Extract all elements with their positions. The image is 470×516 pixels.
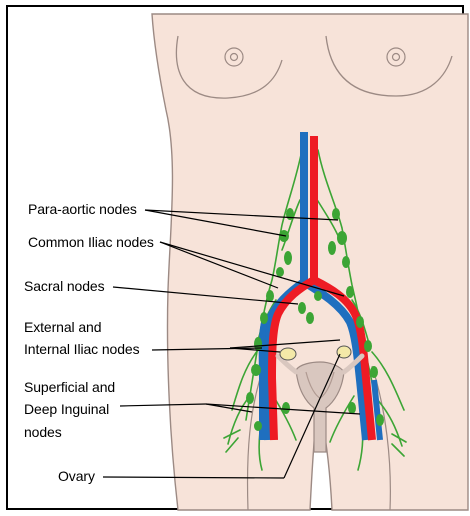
lymph-node [356, 316, 364, 328]
left-ovary [280, 348, 296, 360]
lymph-node [337, 231, 347, 245]
lymph-node [254, 421, 262, 431]
lymph-node [342, 256, 350, 268]
lymph-node [328, 241, 336, 255]
label-external-internal-iliac-line1: External and [24, 318, 101, 337]
lymph-node [306, 312, 314, 324]
lymph-node [332, 208, 340, 220]
label-para-aortic-nodes: Para-aortic nodes [28, 200, 137, 219]
label-sacral-nodes: Sacral nodes [24, 277, 105, 296]
lymph-node [266, 290, 274, 302]
lymph-node [346, 286, 354, 298]
lymph-node [314, 291, 322, 301]
lymph-node [298, 302, 306, 314]
lymph-node [260, 312, 268, 324]
lymph-node [376, 414, 384, 426]
lymph-node [284, 251, 292, 265]
lymph-node [246, 392, 254, 404]
lymph-node [282, 402, 290, 414]
lymph-node [370, 366, 378, 378]
label-ovary: Ovary [58, 467, 95, 486]
lymph-node [364, 340, 372, 352]
label-superficial-deep-inguinal-line3: nodes [24, 423, 62, 442]
lymph-node [276, 267, 284, 277]
label-common-iliac-nodes: Common Iliac nodes [28, 233, 154, 252]
lymph-node [348, 402, 356, 414]
label-superficial-deep-inguinal-line2: Deep Inguinal [24, 400, 109, 419]
lymph-node [254, 337, 262, 351]
label-superficial-deep-inguinal-line1: Superficial and [24, 378, 115, 397]
lymph-node [251, 364, 261, 376]
label-external-internal-iliac-line2: Internal Iliac nodes [24, 340, 140, 359]
